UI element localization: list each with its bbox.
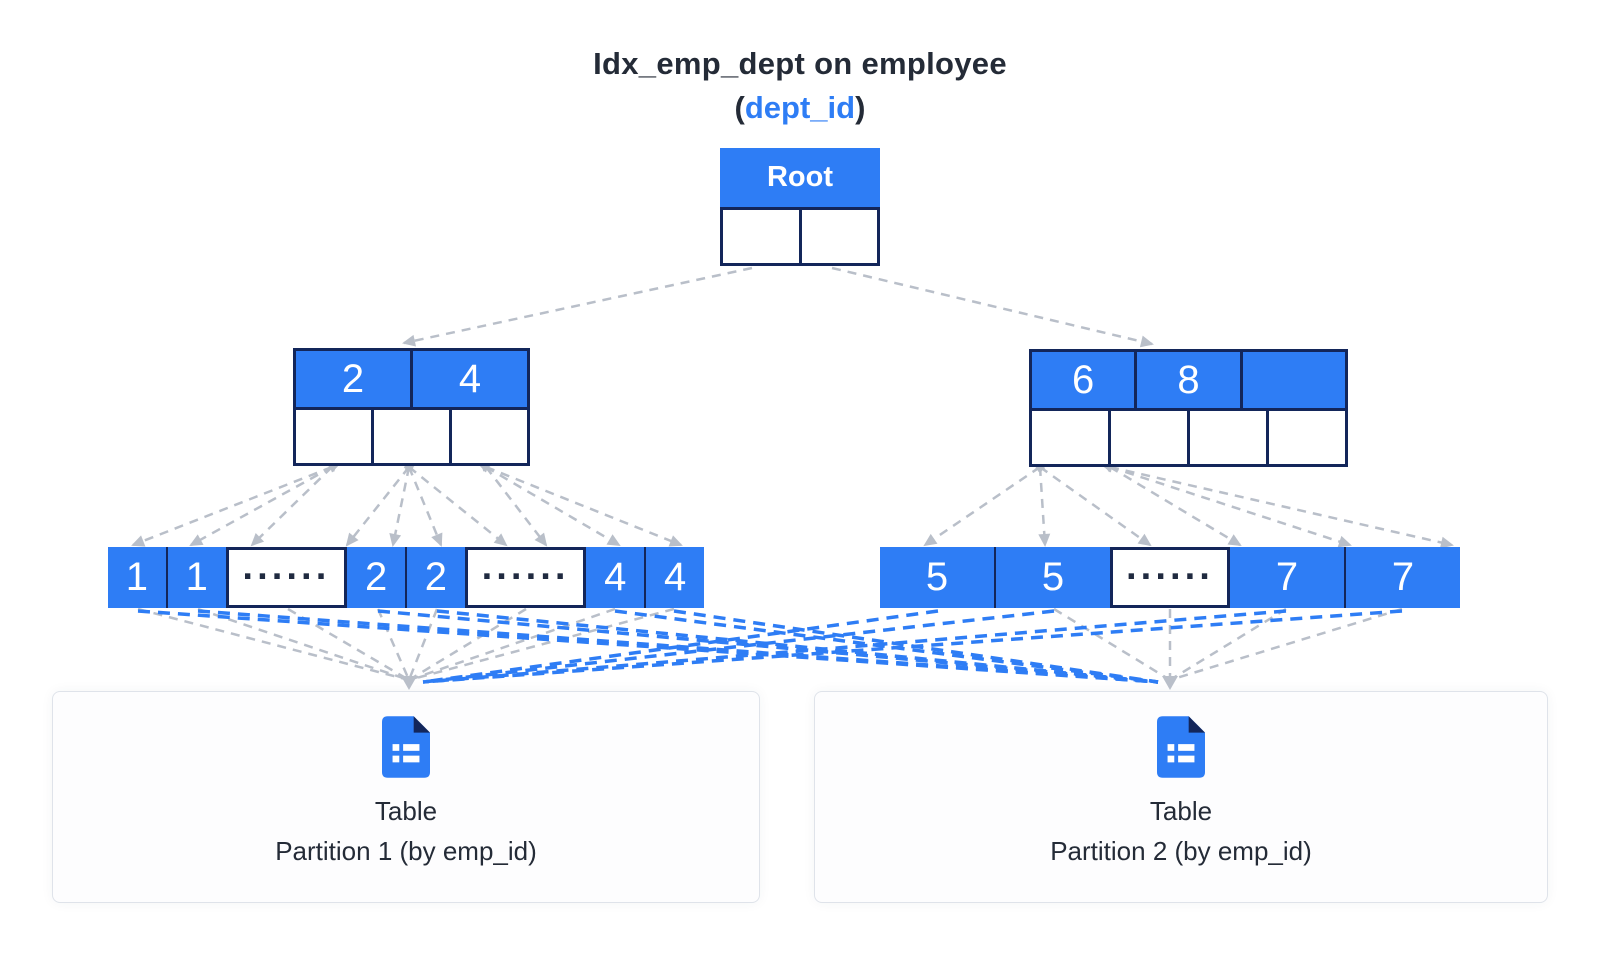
index-entry-to-row-link: [422, 609, 1055, 684]
node-to-leaf-edge: [405, 458, 443, 547]
root-to-node-edge: [831, 266, 1154, 348]
node-to-leaf-edge: [1101, 462, 1352, 548]
node-to-leaf-edge: [478, 462, 621, 547]
index-entry-to-row-link: [422, 609, 1287, 684]
partition-subtitle: Partition 2 (by emp_id): [1050, 836, 1312, 866]
index-entry-to-row-link: [436, 609, 1159, 684]
leaf-gap-cell: ······: [464, 547, 587, 608]
leaf-to-partition-edge: [408, 607, 675, 682]
internal-pointer-cell: [452, 410, 527, 463]
internal-pointer-cell: [296, 410, 374, 463]
leaf-key-cell: 7: [1230, 547, 1346, 608]
leaf-to-partition-edge: [197, 607, 410, 682]
partition-1-arrowhead: [401, 676, 417, 690]
root-label: Root: [766, 161, 834, 193]
leaf-key-cell: 5: [880, 547, 996, 608]
node-to-leaf-edge: [480, 459, 548, 547]
index-entry-to-row-link: [377, 609, 1159, 684]
internal-node-right-pointers: [1029, 408, 1348, 467]
internal-pointer-cell: [1190, 411, 1269, 464]
root-to-node-edge: [402, 266, 753, 347]
index-column-subtitle: (dept_id): [0, 90, 1600, 126]
paren-open: (: [734, 90, 745, 125]
leaf-to-partition-edge: [1053, 607, 1171, 682]
internal-node-left-pointers: [293, 407, 530, 466]
node-to-leaf-edge: [189, 462, 340, 547]
node-to-leaf-edge: [389, 458, 414, 547]
leaf-to-partition-edge: [287, 607, 410, 682]
node-to-leaf-edge: [1035, 458, 1051, 547]
node-to-leaf-edge: [1101, 462, 1454, 549]
leaf-to-partition-edge: [137, 607, 410, 682]
column-name: dept_id: [744, 90, 856, 125]
table-document-icon: [382, 716, 430, 778]
node-to-leaf-edge: [250, 460, 339, 547]
partition-card-2: Table Partition 2 (by emp_id): [814, 691, 1548, 903]
leaf-gap-cell: ······: [1110, 547, 1230, 608]
internal-pointer-cell: [374, 410, 452, 463]
leaf-key-cell: 2: [347, 547, 407, 608]
index-entry-to-row-link: [422, 609, 939, 684]
internal-key-cell: [1242, 352, 1345, 408]
index-entry-to-row-link: [422, 609, 1403, 684]
partition-subtitle: Partition 1 (by emp_id): [275, 836, 537, 866]
leaf-to-partition-edge: [408, 607, 527, 682]
partition-card-1: Table Partition 1 (by emp_id): [52, 691, 760, 903]
diagram-title: Idx_emp_dept on employee (dept_id): [0, 46, 1600, 126]
node-to-leaf-edge: [345, 459, 415, 547]
index-entry-to-row-link: [137, 609, 1159, 684]
root-node-header: Root: [720, 148, 880, 207]
leaf-key-cell: 4: [663, 555, 687, 599]
index-entry-to-row-link: [197, 609, 1159, 684]
internal-key-cell: 8: [1137, 352, 1243, 408]
internal-key-cell: 2: [296, 351, 413, 407]
leaf-key-cell: 2: [424, 555, 447, 599]
internal-pointer-cell: [1269, 411, 1345, 464]
node-to-leaf-edge: [477, 463, 683, 547]
leaf-key-cell: 5: [1041, 555, 1065, 599]
internal-key-cell: 4: [413, 351, 527, 407]
root-pointer-cell: [723, 210, 802, 263]
leaf-gap-cell: ······: [225, 547, 348, 608]
internal-pointer-cell: [1032, 411, 1111, 464]
leaf-key-cell: 7: [1391, 555, 1415, 599]
node-to-leaf-edge: [1102, 462, 1242, 547]
leaf-to-partition-edge: [1169, 607, 1403, 682]
paren-close: ): [855, 90, 866, 125]
node-to-leaf-edge: [401, 461, 508, 547]
root-node: Root: [720, 148, 880, 266]
partition-title: Table: [374, 796, 438, 826]
leaf-to-partition-edge: [376, 608, 411, 681]
leaf-key-cell: 1: [185, 555, 208, 599]
table-document-icon: [1157, 716, 1205, 778]
root-pointer-cell: [801, 210, 877, 263]
leaf-to-partition-edge: [1169, 607, 1287, 682]
node-to-leaf-edge: [131, 463, 341, 547]
root-pointer-row: [720, 207, 880, 266]
leaf-to-partition-edge: [408, 607, 616, 682]
partition-2-arrowhead: [1162, 676, 1178, 690]
leaf-key-cell: 1: [108, 547, 168, 608]
partition-title: Table: [1149, 796, 1213, 826]
node-to-leaf-edge: [923, 461, 1048, 547]
internal-pointer-cell: [1111, 411, 1190, 464]
leaf-key-cell: 4: [586, 547, 647, 608]
index-entry-to-row-link: [614, 609, 1159, 684]
index-name-title: Idx_emp_dept on employee: [593, 46, 1007, 81]
node-to-leaf-edge: [1032, 461, 1152, 547]
index-entry-to-row-link: [673, 609, 1159, 684]
leaf-to-partition-edge: [407, 608, 439, 681]
internal-key-cell: 6: [1032, 352, 1138, 408]
